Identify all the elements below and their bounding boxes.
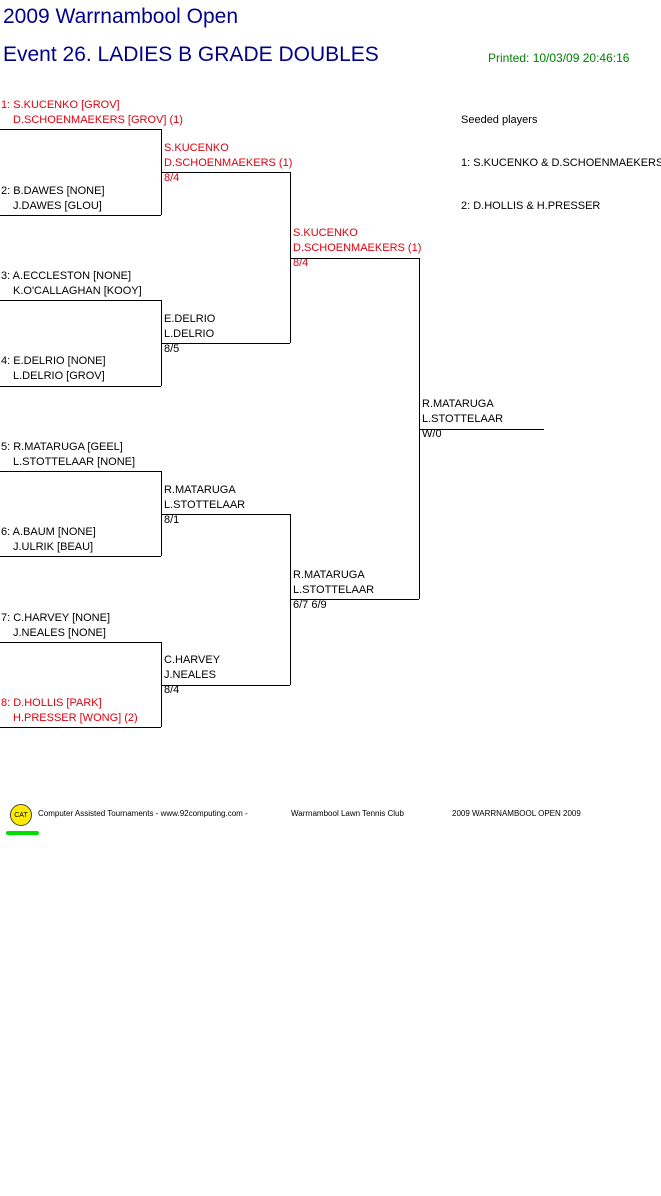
- logo-underline: [6, 831, 39, 835]
- r1-entry-1-player2: D.SCHOENMAEKERS [GROV] (1): [13, 114, 183, 126]
- r3-match-1-player2: D.SCHOENMAEKERS (1): [293, 242, 422, 254]
- r1-entry-6-player1: 6: A.BAUM [NONE]: [1, 526, 96, 538]
- r2-match-4-player2: J.NEALES: [164, 669, 216, 681]
- r3-match-1-player1: S.KUCENKO: [293, 227, 358, 239]
- final-line: [420, 429, 544, 430]
- r1-line-7: [0, 642, 161, 643]
- r2-match-1-player2: D.SCHOENMAEKERS (1): [164, 157, 293, 169]
- r2-connector-1: [290, 172, 291, 343]
- seeded-players-heading: Seeded players: [461, 114, 538, 126]
- event-title: Event 26. LADIES B GRADE DOUBLES: [3, 43, 379, 66]
- r3-match-2-score: 6/7 6/9: [293, 599, 327, 611]
- r3-line-1: [291, 258, 419, 259]
- r3-line-2: [291, 599, 419, 600]
- r1-connector-2: [161, 300, 162, 386]
- r1-entry-5-player1: 5: R.MATARUGA [GEEL]: [1, 441, 123, 453]
- r2-connector-2: [290, 514, 291, 685]
- r1-entry-4-player2: L.DELRIO [GROV]: [13, 370, 105, 382]
- r2-match-3-player2: L.STOTTELAAR: [164, 499, 246, 511]
- final-score: W/0: [422, 428, 442, 440]
- r2-line-1: [162, 172, 290, 173]
- r1-entry-4-player1: 4: E.DELRIO [NONE]: [1, 355, 106, 367]
- r2-match-4-player1: C.HARVEY: [164, 654, 221, 666]
- r1-entry-8-player1: 8: D.HOLLIS [PARK]: [1, 697, 102, 709]
- r1-line-1: [0, 129, 161, 130]
- r1-line-3: [0, 300, 161, 301]
- r2-match-4-score: 8/4: [164, 684, 180, 696]
- seed-2: 2: D.HOLLIS & H.PRESSER: [461, 200, 601, 212]
- r1-line-4: [0, 386, 161, 387]
- r2-match-1-player1: S.KUCENKO: [164, 142, 229, 154]
- r1-entry-7-player1: 7: C.HARVEY [NONE]: [1, 612, 111, 624]
- r2-match-3-player1: R.MATARUGA: [164, 484, 236, 496]
- footer-club: Warrnambool Lawn Tennis Club: [291, 809, 404, 818]
- r1-entry-3-player2: K.O'CALLAGHAN [KOOY]: [13, 285, 142, 297]
- r1-entry-7-player2: J.NEALES [NONE]: [13, 627, 106, 639]
- r1-line-2: [0, 215, 161, 216]
- r1-entry-1-player1: 1: S.KUCENKO [GROV]: [1, 99, 120, 111]
- r2-match-3-score: 8/1: [164, 514, 180, 526]
- footer-event: 2009 WARRNAMBOOL OPEN 2009: [452, 809, 581, 818]
- seed-1: 1: S.KUCENKO & D.SCHOENMAEKERS: [461, 157, 661, 169]
- tournament-title: 2009 Warrnambool Open: [3, 5, 239, 28]
- r1-entry-5-player2: L.STOTTELAAR [NONE]: [13, 456, 136, 468]
- r1-entry-2-player2: J.DAWES [GLOU]: [13, 200, 102, 212]
- r2-match-1-score: 8/4: [164, 172, 180, 184]
- footer-credit: Computer Assisted Tournaments - www.92co…: [38, 809, 248, 818]
- r2-line-4: [162, 685, 290, 686]
- r3-match-2-player2: L.STOTTELAAR: [293, 584, 375, 596]
- r2-line-3: [162, 514, 290, 515]
- r1-entry-2-player1: 2: B.DAWES [NONE]: [1, 185, 105, 197]
- r2-match-2-player1: E.DELRIO: [164, 313, 216, 325]
- r1-line-5: [0, 471, 161, 472]
- r1-entry-8-player2: H.PRESSER [WONG] (2): [13, 712, 138, 724]
- final-player1: R.MATARUGA: [422, 398, 494, 410]
- r1-line-8: [0, 727, 161, 728]
- r1-connector-3: [161, 471, 162, 556]
- final-player2: L.STOTTELAAR: [422, 413, 504, 425]
- r2-match-2-player2: L.DELRIO: [164, 328, 215, 340]
- printed-timestamp: Printed: 10/03/09 20:46:16: [488, 51, 630, 65]
- r1-entry-3-player1: 3: A.ECCLESTON [NONE]: [1, 270, 132, 282]
- r3-match-1-score: 8/4: [293, 257, 309, 269]
- r1-line-6: [0, 556, 161, 557]
- r1-entry-6-player2: J.ULRIK [BEAU]: [13, 541, 94, 553]
- cat-logo-icon: CAT: [10, 804, 32, 826]
- r3-match-2-player1: R.MATARUGA: [293, 569, 365, 581]
- r1-connector-4: [161, 642, 162, 727]
- r1-connector-1: [161, 129, 162, 215]
- r3-connector: [419, 258, 420, 599]
- r2-match-2-score: 8/5: [164, 343, 180, 355]
- r2-line-2: [162, 343, 290, 344]
